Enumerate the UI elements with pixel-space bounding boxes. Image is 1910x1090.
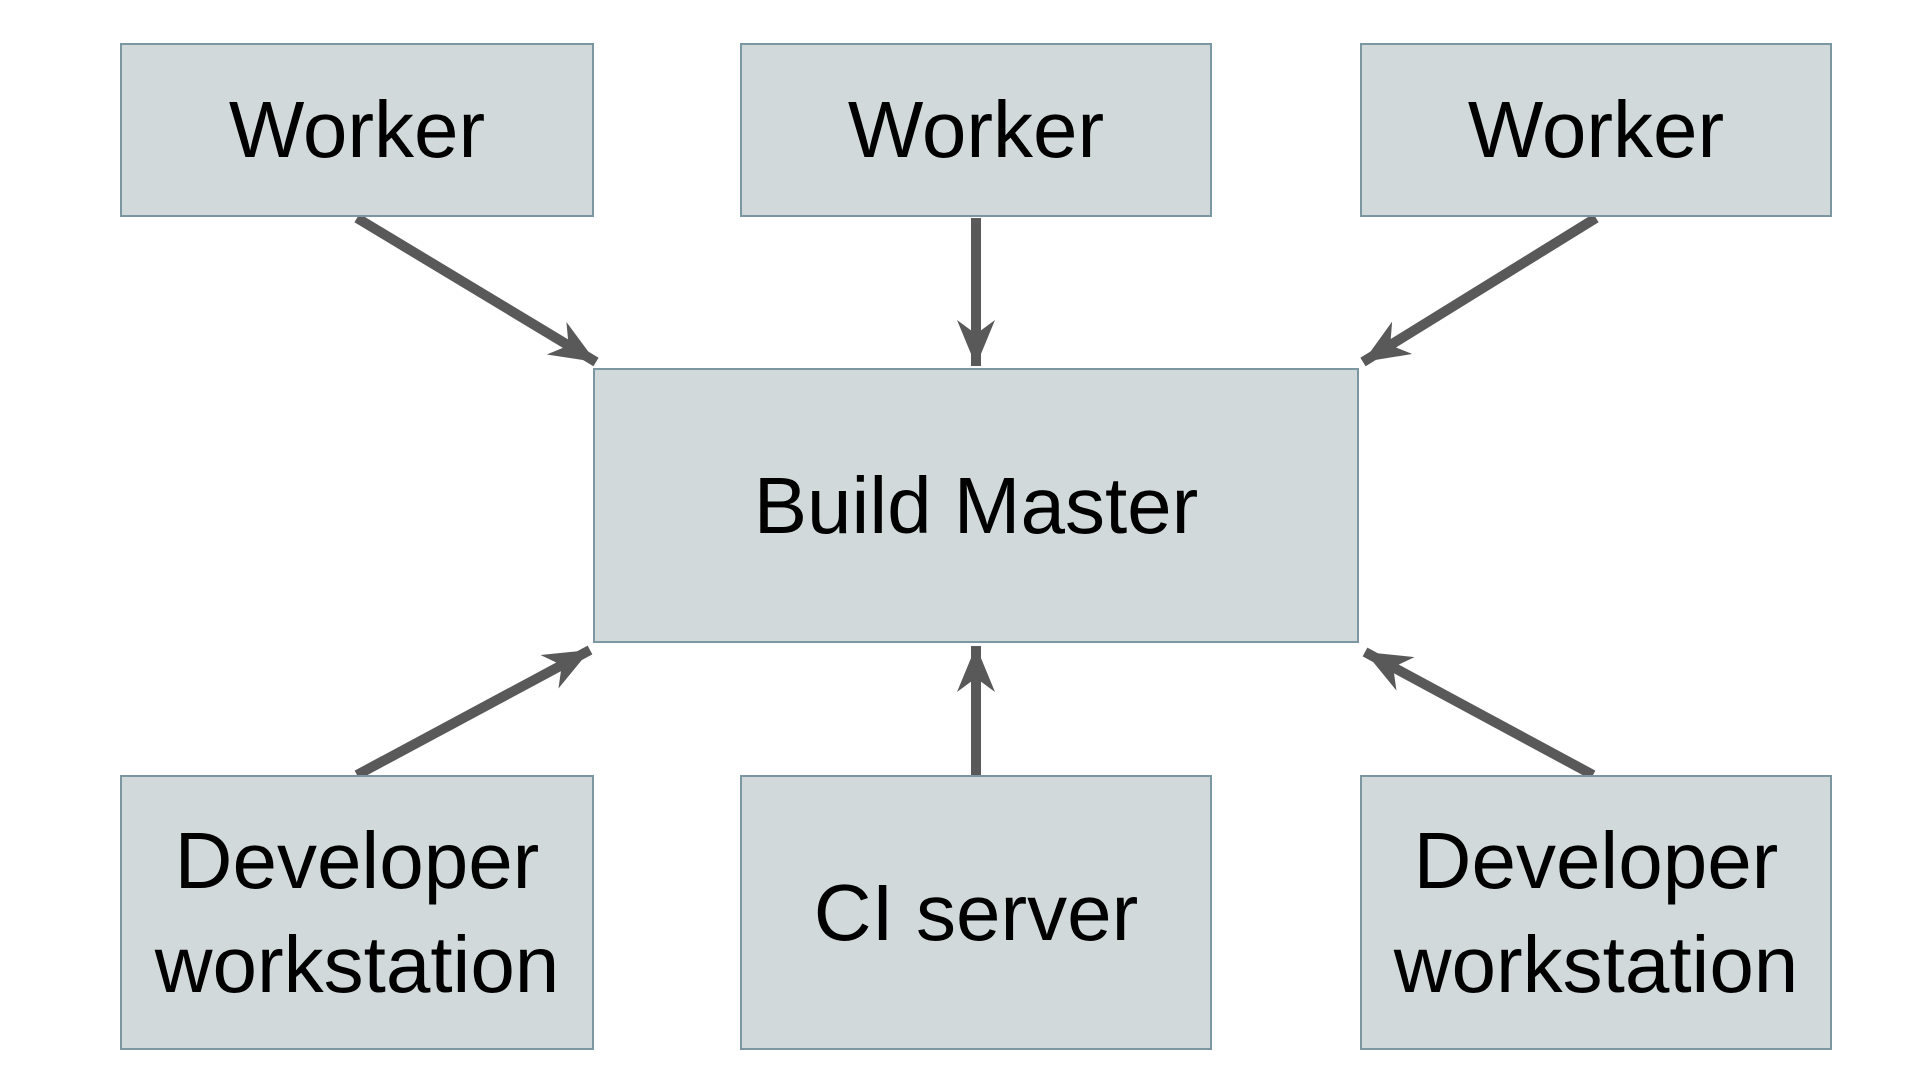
node-label-dev-workstation-right: Developer workstation <box>1393 815 1799 1009</box>
node-dev-workstation-right: Developer workstation <box>1360 775 1832 1050</box>
node-label-worker-left: Worker <box>228 85 486 174</box>
node-ci-server: CI server <box>740 775 1212 1050</box>
node-worker-middle: Worker <box>740 43 1212 217</box>
node-label-worker-right: Worker <box>1467 85 1725 174</box>
node-label-dev-workstation-left: Developer workstation <box>154 815 560 1009</box>
arrow-dev-workstation-left-to-build-master <box>354 645 593 780</box>
node-build-master: Build Master <box>593 368 1359 643</box>
node-label-build-master: Build Master <box>753 460 1199 550</box>
arrow-worker-left-to-build-master <box>354 213 599 367</box>
node-worker-right: Worker <box>1360 43 1832 217</box>
node-label-worker-middle: Worker <box>847 85 1105 174</box>
arrow-dev-workstation-right-to-build-master <box>1362 647 1596 780</box>
node-dev-workstation-left: Developer workstation <box>120 775 594 1050</box>
node-label-ci-server: CI server <box>813 867 1139 957</box>
node-worker-left: Worker <box>120 43 594 217</box>
arrow-worker-right-to-build-master <box>1360 213 1599 367</box>
